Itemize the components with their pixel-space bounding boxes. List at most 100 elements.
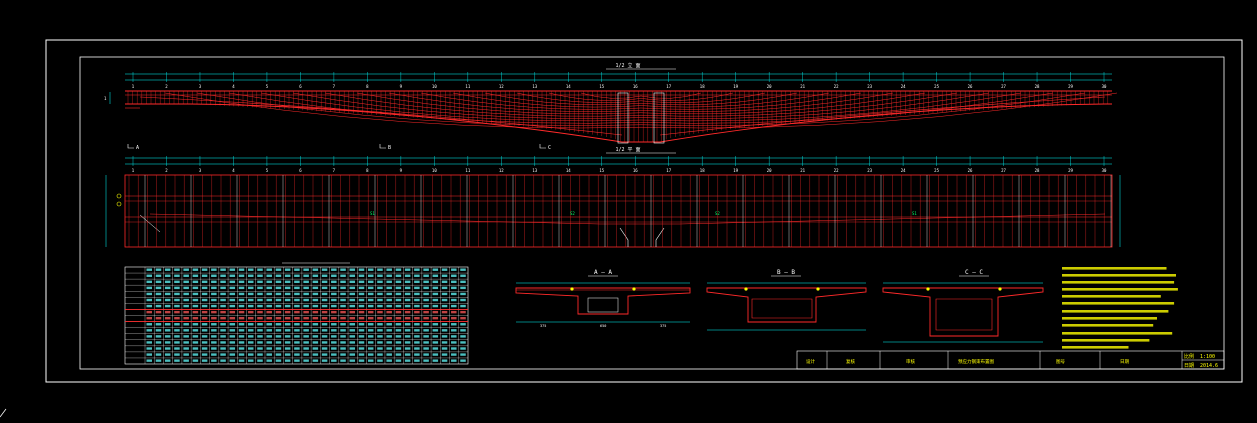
table-cell-mark <box>386 292 392 296</box>
table-cell-mark <box>275 292 282 296</box>
table-cell-mark <box>174 304 180 308</box>
table-cell-mark <box>229 341 236 344</box>
table-cell-mark <box>451 274 457 277</box>
table-cell-mark <box>386 298 392 302</box>
table-cell-mark <box>294 335 300 338</box>
table-cell-mark <box>395 347 402 350</box>
table-cell-mark <box>146 286 152 290</box>
table-cell-mark <box>174 323 180 326</box>
table-cell-mark <box>303 292 309 296</box>
table-cell-mark <box>358 317 365 320</box>
table-cell-mark <box>331 286 337 290</box>
table-cell-mark <box>321 335 328 338</box>
table-cell-mark <box>183 317 189 320</box>
table-cell-mark <box>367 353 374 356</box>
table-cell-mark <box>164 359 171 362</box>
table-cell-mark <box>423 317 429 320</box>
table-cell-mark <box>275 317 282 320</box>
table-cell-mark <box>192 341 199 344</box>
table-cell-mark <box>404 335 411 338</box>
pier-number: 7 <box>333 168 336 173</box>
table-cell-mark <box>174 329 180 332</box>
table-cell-mark <box>423 280 429 284</box>
table-cell-mark <box>294 353 300 356</box>
pier-number: 4 <box>232 168 235 173</box>
pier-number: 3 <box>199 168 202 173</box>
table-cell-mark <box>451 280 457 284</box>
table-cell-mark <box>220 341 226 344</box>
table-cell-mark <box>414 317 420 320</box>
table-cell-mark <box>164 335 171 338</box>
table-cell-mark <box>349 310 356 314</box>
table-cell-mark <box>155 310 162 314</box>
pier-number: 18 <box>700 84 705 89</box>
table-cell-mark <box>451 353 457 356</box>
table-cell-mark <box>146 304 152 308</box>
cut-mark-a: A <box>127 144 139 151</box>
note-line <box>1062 295 1161 298</box>
table-cell-mark <box>441 359 448 362</box>
table-cell-mark <box>404 317 411 320</box>
note-line <box>1062 267 1167 270</box>
table-cell-mark <box>303 347 309 350</box>
table-cell-mark <box>423 298 429 302</box>
table-cell-mark <box>211 347 217 350</box>
table-cell-mark <box>349 353 356 356</box>
table-cell-mark <box>367 304 374 308</box>
section-b-label: B — B <box>777 269 795 276</box>
table-cell-mark <box>460 359 466 362</box>
title-cell-check: 复核 <box>846 358 855 365</box>
table-cell-mark <box>441 286 448 290</box>
table-cell-mark <box>220 317 226 320</box>
table-cell-mark <box>229 298 236 302</box>
table-cell-mark <box>312 268 319 271</box>
table-cell-mark <box>284 329 291 332</box>
table-cell-mark <box>284 304 291 308</box>
table-cell-mark <box>211 317 217 320</box>
table-cell-mark <box>432 286 439 290</box>
table-cell-mark <box>423 335 429 338</box>
table-cell-mark <box>155 323 162 326</box>
table-cell-mark <box>201 286 208 290</box>
table-cell-mark <box>266 292 272 296</box>
tendon <box>580 92 702 99</box>
table-cell-mark <box>201 323 208 326</box>
tendon <box>420 92 862 110</box>
table-cell-mark <box>146 310 152 314</box>
table-cell-mark <box>248 298 254 302</box>
pier-number: 11 <box>465 168 470 173</box>
table-cell-mark <box>229 335 236 338</box>
table-cell-mark <box>220 335 226 338</box>
table-cell-mark <box>423 310 429 314</box>
table-cell-mark <box>377 268 383 271</box>
table-cell-mark <box>331 317 337 320</box>
section-a-a: A — A 375 650 375 <box>515 269 691 328</box>
table-cell-mark <box>349 359 356 362</box>
table-cell-mark <box>257 353 263 356</box>
table-cell-mark <box>321 310 328 314</box>
table-cell-mark <box>164 329 171 332</box>
svg-text:650: 650 <box>600 324 606 328</box>
table-cell-mark <box>460 335 466 338</box>
table-cell-mark <box>164 274 171 277</box>
pier-number: 23 <box>867 168 872 173</box>
table-cell-mark <box>340 292 346 296</box>
table-cell-mark <box>275 323 282 326</box>
table-cell-mark <box>155 317 162 320</box>
table-cell-mark <box>146 268 152 271</box>
pier-number: 30 <box>1102 168 1107 173</box>
scale-value: 1:100 <box>1200 354 1215 360</box>
table-cell-mark <box>414 286 420 290</box>
table-cell-mark <box>275 310 282 314</box>
table-cell-mark <box>220 329 226 332</box>
table-cell-mark <box>460 310 466 314</box>
table-cell-mark <box>238 280 245 284</box>
table-cell-mark <box>349 292 356 296</box>
table-cell-mark <box>201 274 208 277</box>
table-cell-mark <box>164 268 171 271</box>
table-cell-mark <box>367 341 374 344</box>
table-cell-mark <box>340 298 346 302</box>
table-cell-mark <box>211 335 217 338</box>
